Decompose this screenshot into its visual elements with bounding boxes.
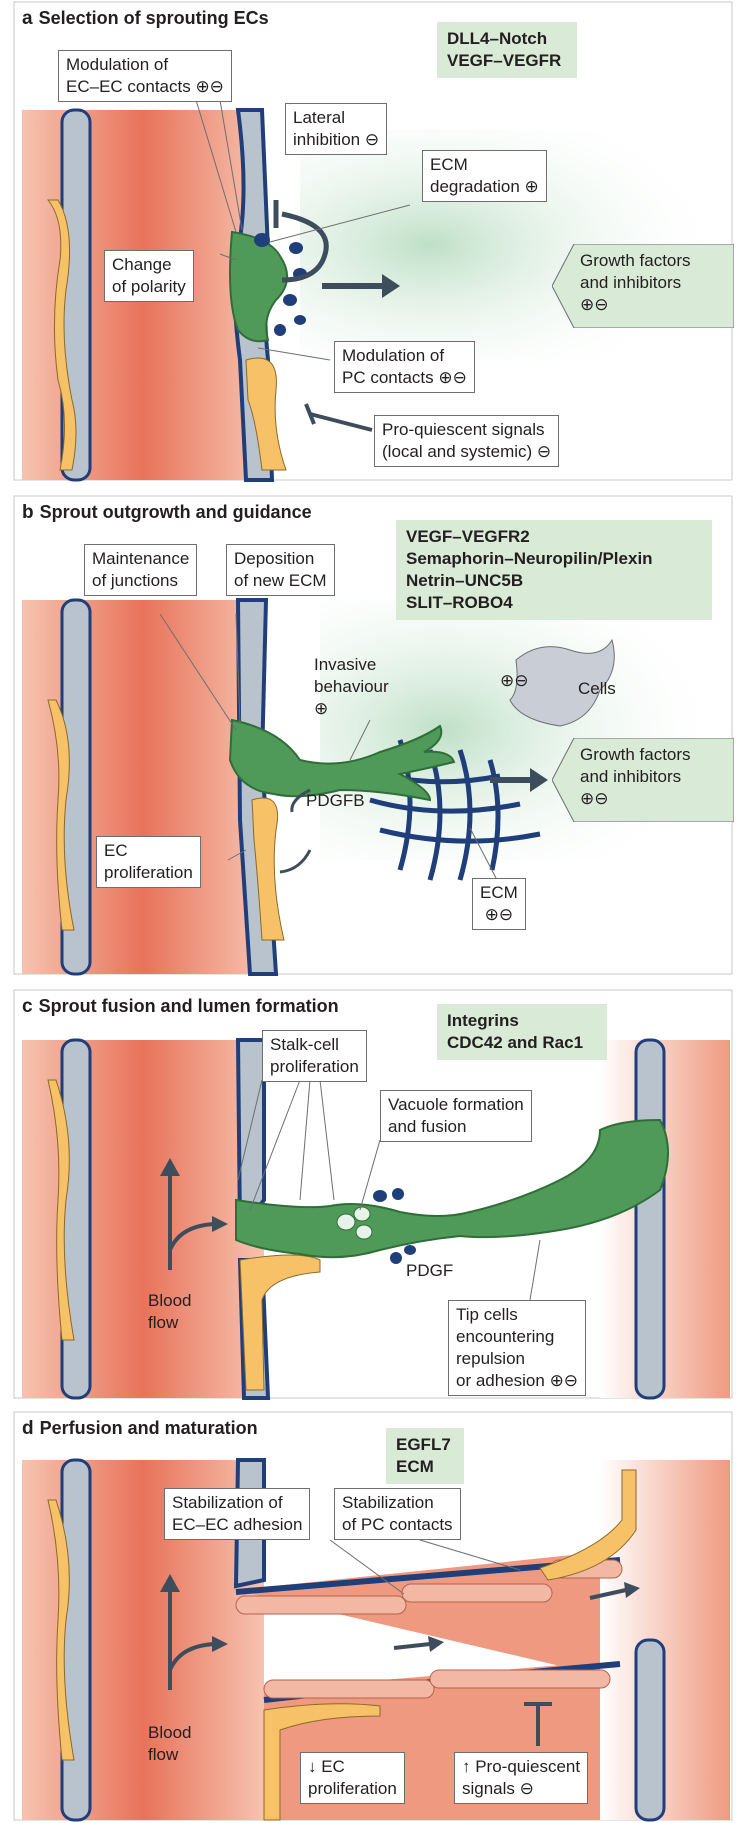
- panel-c-artwork: [22, 1040, 730, 1398]
- panel-a-title: Selection of sprouting ECs: [39, 8, 269, 28]
- cells-label: Cells: [578, 678, 616, 700]
- panel-a-letter: a: [22, 8, 33, 29]
- pdgf-label: PDGF: [406, 1260, 453, 1282]
- panel-d-title: Perfusion and maturation: [40, 1418, 258, 1438]
- endothelial-wall-far-right: [636, 1040, 664, 1398]
- pdgfb-label: PDGFB: [306, 790, 365, 812]
- pericyte: [240, 1255, 320, 1390]
- pro-quiescent-label: Pro-quiescent signals(local and systemic…: [374, 415, 559, 467]
- endothelial-wall-left: [62, 1460, 90, 1820]
- ecm-label: ECM⊕⊖: [472, 878, 526, 930]
- quiescence-inhibitor: [310, 414, 372, 430]
- pathway-label: DLL4–Notch: [447, 28, 567, 50]
- panel-a-pathways-box: DLL4–Notch VEGF–VEGFR: [437, 22, 577, 78]
- panel-b-title: Sprout outgrowth and guidance: [40, 502, 312, 522]
- panel-c-title: Sprout fusion and lumen formation: [39, 996, 339, 1016]
- endothelial-wall-left: [62, 1040, 90, 1398]
- pathway-label: VEGF–VEGFR: [447, 50, 567, 72]
- panel-a-heading: a Selection of sprouting ECs: [22, 8, 269, 30]
- cells-signs: ⊕⊖: [500, 670, 529, 692]
